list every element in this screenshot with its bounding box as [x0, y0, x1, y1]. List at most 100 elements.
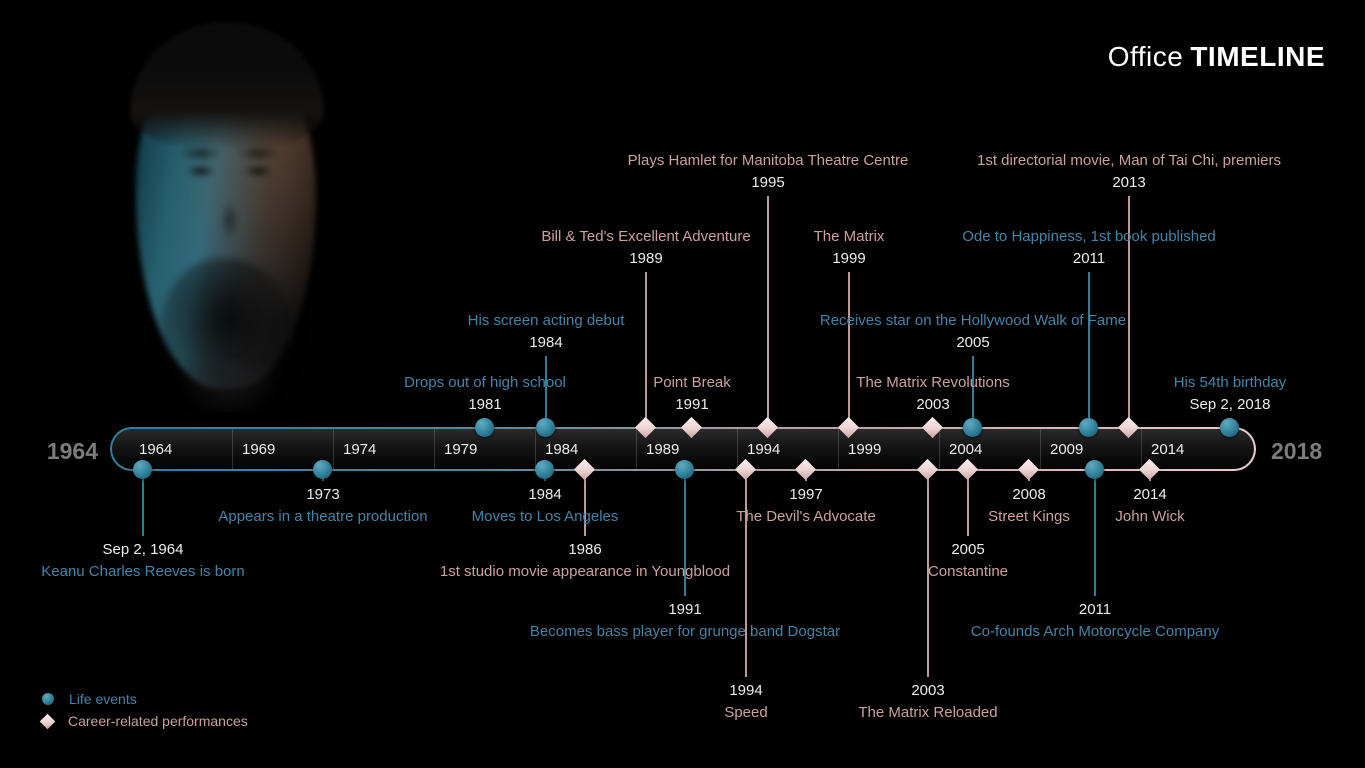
event-date-label: 2011	[1072, 250, 1106, 267]
event-connector	[142, 471, 144, 536]
timeline-start-year-label: 1964	[46, 438, 98, 464]
event-date-label: 1997	[789, 486, 823, 503]
event-date-label: Sep 2, 2018	[1189, 396, 1271, 413]
life-event-circle-icon	[475, 418, 494, 437]
event-life: Drops out of high school 1981	[265, 372, 705, 416]
life-event-circle-icon	[675, 460, 694, 479]
bar-segment-2014: 2014	[1141, 429, 1254, 469]
bar-segment-1964: 1964	[112, 429, 232, 469]
event-date-label: 2013	[1112, 174, 1146, 191]
event-date-label: 1973	[306, 486, 340, 503]
event-date-label: 2003	[911, 682, 945, 699]
bar-segment-year-label: 1974	[343, 440, 377, 458]
keanu-portrait-photo	[96, 10, 356, 412]
bar-segment-year-label: 1964	[139, 440, 173, 458]
event-title: Speed	[724, 704, 768, 721]
event-title: Co-founds Arch Motorcycle Company	[970, 623, 1220, 640]
life-event-circle-icon	[535, 460, 554, 479]
event-date-label: 1981	[468, 396, 502, 413]
event-title: Constantine	[927, 563, 1009, 580]
event-title: Becomes bass player for grunge band Dogs…	[529, 623, 841, 640]
event-life: Receives star on the Hollywood Walk of F…	[753, 310, 1193, 354]
life-event-circle-icon	[42, 693, 54, 705]
event-title: His screen acting debut	[467, 312, 625, 329]
bar-segment-year-label: 2004	[949, 440, 983, 458]
career-event-diamond-icon	[39, 713, 56, 729]
legend-label: Life events	[69, 691, 137, 707]
event-title: 1st studio movie appearance in Youngbloo…	[439, 563, 731, 580]
event-date-label: Sep 2, 1964	[102, 541, 184, 558]
event-date-label: 1984	[529, 334, 563, 351]
life-event-circle-icon	[1079, 418, 1098, 437]
bar-segment-1969: 1969	[232, 429, 333, 469]
event-connector	[967, 471, 969, 536]
bar-segment-year-label: 1989	[646, 440, 680, 458]
event-date-label: 2008	[1012, 486, 1046, 503]
event-connector	[1128, 196, 1130, 419]
event-title: The Matrix	[813, 228, 885, 245]
bar-segment-year-label: 1994	[747, 440, 781, 458]
life-event-circle-icon	[963, 418, 982, 437]
event-title: Bill & Ted's Excellent Adventure	[541, 228, 751, 245]
event-date-label: 2014	[1133, 486, 1167, 503]
bar-segment-year-label: 2009	[1050, 440, 1084, 458]
bar-segment-2004: 2004	[939, 429, 1040, 469]
event-title: Drops out of high school	[404, 374, 566, 391]
logo-office-text: Office	[1107, 41, 1184, 72]
bar-segment-2009: 2009	[1040, 429, 1141, 469]
event-connector	[645, 272, 647, 419]
bar-segment-year-label: 1979	[444, 440, 478, 458]
event-connector	[927, 471, 929, 677]
event-date-label: 1991	[668, 601, 702, 618]
event-title: 1st directorial movie, Man of Tai Chi, p…	[977, 152, 1281, 169]
event-connector	[1088, 272, 1090, 419]
life-event-circle-icon	[133, 460, 152, 479]
event-connector	[972, 356, 974, 419]
timeline-end-year-label: 2018	[1271, 438, 1323, 464]
event-title: Keanu Charles Reeves is born	[41, 563, 245, 580]
event-date-label: 1984	[528, 486, 562, 503]
event-title: Appears in a theatre production	[218, 508, 428, 525]
logo-timeline-text: TIMELINE	[1190, 41, 1325, 72]
event-career: 1st directorial movie, Man of Tai Chi, p…	[909, 150, 1349, 194]
event-date-label: 1989	[629, 250, 663, 267]
event-title: The Devil's Advocate	[736, 508, 876, 525]
event-date-label: 1991	[675, 396, 709, 413]
event-date-label: 2005	[951, 541, 985, 558]
event-title: Moves to Los Angeles	[471, 508, 619, 525]
event-connector	[745, 471, 747, 677]
event-date-label: 1995	[751, 174, 785, 191]
event-title: Receives star on the Hollywood Walk of F…	[819, 312, 1127, 329]
life-event-circle-icon	[536, 418, 555, 437]
portrait-neck	[174, 366, 284, 412]
event-title: Ode to Happiness, 1st book published	[962, 228, 1216, 245]
legend-item-life: Life events	[40, 688, 248, 710]
event-date-label: 2005	[956, 334, 990, 351]
event-career: Bill & Ted's Excellent Adventure 1989	[426, 226, 866, 270]
bar-segment-1994: 1994	[737, 429, 838, 469]
event-title: The Matrix Revolutions	[856, 374, 1010, 391]
life-event-circle-icon	[1220, 418, 1239, 437]
bar-segment-1999: 1999	[838, 429, 939, 469]
event-connector	[584, 471, 586, 536]
legend-item-career: Career-related performances	[39, 710, 248, 732]
life-event-circle-icon	[1085, 460, 1104, 479]
event-connector	[545, 356, 547, 419]
